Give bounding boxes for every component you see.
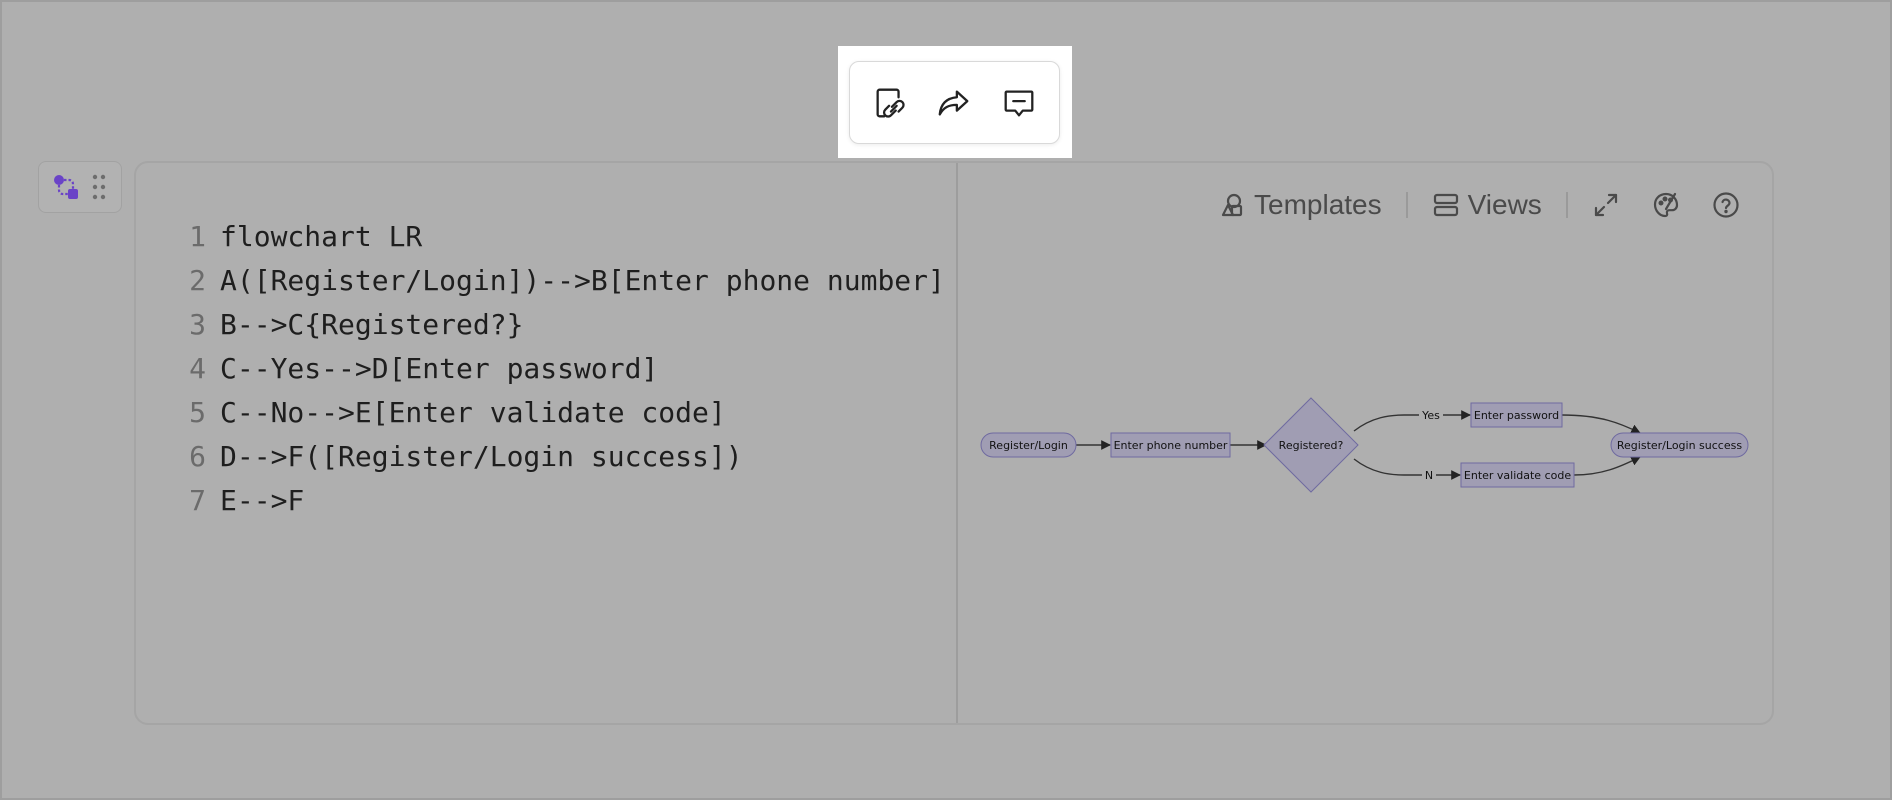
node-f-label: Register/Login success [1617,439,1742,452]
node-a[interactable]: Register/Login [980,432,1077,458]
line-number: 5 [189,395,206,429]
node-b[interactable]: Enter phone number [1110,432,1231,458]
edge-c-d [1353,410,1471,432]
mermaid-block: 1 flowchart LR 2 A([Register/Login])-->B[E… [134,161,1774,725]
line-number: 3 [189,307,206,341]
views-label: Views [1467,189,1542,220]
node-a-label: Register/Login [989,439,1068,452]
code-text[interactable]: flowchart LR [220,219,423,253]
node-b-label: Enter phone number [1114,439,1228,452]
block-floating-toolbar [849,61,1060,144]
line-number: 4 [189,351,206,385]
code-line: 4 C--Yes-->D[Enter password] [166,346,946,390]
code-text[interactable]: B-->C{Registered?} [220,307,524,341]
palette-icon[interactable] [1652,191,1680,219]
node-c[interactable]: Registered? [1263,397,1359,493]
edge-c-e [1353,458,1461,480]
node-d-label: Enter password [1474,409,1559,422]
comment-button[interactable] [993,77,1045,129]
line-number: 6 [189,439,206,473]
pane-divider[interactable] [956,163,958,723]
comment-icon [1004,89,1034,116]
toolbar-separator [1405,192,1408,218]
node-d[interactable]: Enter password [1470,402,1563,428]
edge-labels: Yes N [1419,408,1443,482]
code-line: 3 B-->C{Registered?} [166,302,946,346]
templates-button[interactable]: Templates [1218,189,1382,221]
code-text[interactable]: A([Register/Login])-->B[Enter phone numb… [220,263,945,297]
share-button[interactable] [928,77,980,129]
code-text[interactable]: C--No-->E[Enter validate code] [220,395,726,429]
views-button[interactable]: Views [1432,189,1542,221]
share-icon [939,89,969,116]
templates-icon [1221,193,1243,217]
link-icon [876,88,905,118]
edge-e-f [1573,456,1641,476]
code-line: 5 C--No-->E[Enter validate code] [166,390,946,434]
node-c-label: Registered? [1279,439,1344,452]
node-e-label: Enter validate code [1464,469,1571,482]
code-text[interactable]: C--Yes-->D[Enter password] [220,351,659,385]
edge-label-no: N [1425,469,1433,482]
node-f[interactable]: Register/Login success [1610,432,1749,458]
preview-toolbar: Templates Views [1218,185,1740,225]
flowchart-preview[interactable]: Yes N Register/Login Enter phone number … [980,393,1760,593]
mermaid-icon [54,175,78,199]
code-text[interactable]: D-->F([Register/Login success]) [220,439,743,473]
drag-handle-icon[interactable] [91,173,107,201]
node-e[interactable]: Enter validate code [1460,462,1575,488]
edges [1076,410,1641,480]
edge-d-f [1561,414,1641,434]
code-line: 2 A([Register/Login])-->B[Enter phone num… [166,258,946,302]
help-icon[interactable] [1712,191,1740,219]
expand-icon[interactable] [1592,191,1620,219]
code-line: 7 E-->F [166,478,946,522]
views-icon [1433,193,1458,217]
toolbar-separator [1565,192,1568,218]
code-line: 1 flowchart LR [166,214,946,258]
code-editor[interactable]: 1 flowchart LR 2 A([Register/Login])-->B[E… [166,214,946,522]
line-number: 7 [189,483,206,517]
code-line: 6 D-->F([Register/Login success]) [166,434,946,478]
line-number: 1 [189,219,206,253]
code-text[interactable]: E-->F [220,483,305,517]
line-number: 2 [189,263,206,297]
copy-link-button[interactable] [864,77,916,129]
templates-label: Templates [1254,189,1382,220]
block-handle[interactable] [38,161,122,213]
edge-label-yes: Yes [1421,409,1440,422]
